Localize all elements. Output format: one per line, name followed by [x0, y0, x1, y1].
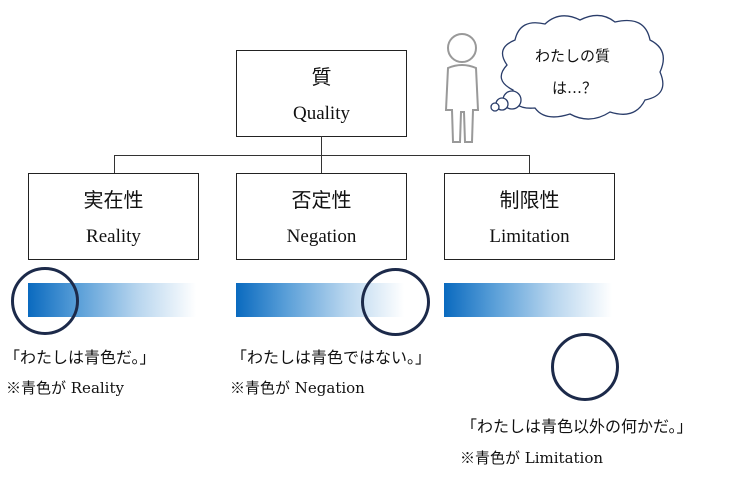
- reality-box: 実在性 Reality: [28, 173, 199, 260]
- limitation-en: Limitation: [489, 226, 570, 247]
- quality-box: 質 Quality: [236, 50, 407, 137]
- thought-line2: は…？: [552, 79, 598, 97]
- limitation-ja: 制限性: [499, 188, 560, 212]
- circle-marker-negation: [361, 268, 430, 336]
- limitation-note: ※青色が Limitation: [460, 449, 604, 467]
- limitation-box: 制限性 Limitation: [444, 173, 615, 260]
- connector-vertical: [321, 136, 322, 155]
- connector-negation: [321, 155, 322, 173]
- blue-gradient-bar-limitation: [444, 283, 612, 317]
- limitation-quote: 「わたしは青色以外の何かだ。」: [461, 417, 693, 436]
- negation-quote: 「わたしは青色ではない。」: [231, 348, 432, 367]
- circle-marker-limitation: [551, 333, 619, 401]
- negation-en: Negation: [286, 226, 357, 247]
- connector-reality: [114, 155, 115, 173]
- reality-quote: 「わたしは青色だ。」: [4, 348, 156, 367]
- negation-note: ※青色が Negation: [230, 379, 365, 397]
- negation-box: 否定性 Negation: [236, 173, 407, 260]
- connector-horizontal: [114, 155, 530, 156]
- person-icon: [444, 33, 480, 143]
- reality-ja: 実在性: [83, 188, 144, 212]
- thought-cloud-icon: [490, 14, 664, 120]
- negation-ja: 否定性: [291, 188, 352, 212]
- quality-en: Quality: [293, 103, 350, 124]
- circle-marker-reality: [11, 267, 79, 335]
- thought-line1: わたしの質: [535, 47, 611, 65]
- quality-ja: 質: [311, 65, 332, 89]
- reality-en: Reality: [86, 226, 141, 247]
- reality-note: ※青色が Reality: [6, 379, 124, 397]
- connector-limitation: [529, 155, 530, 173]
